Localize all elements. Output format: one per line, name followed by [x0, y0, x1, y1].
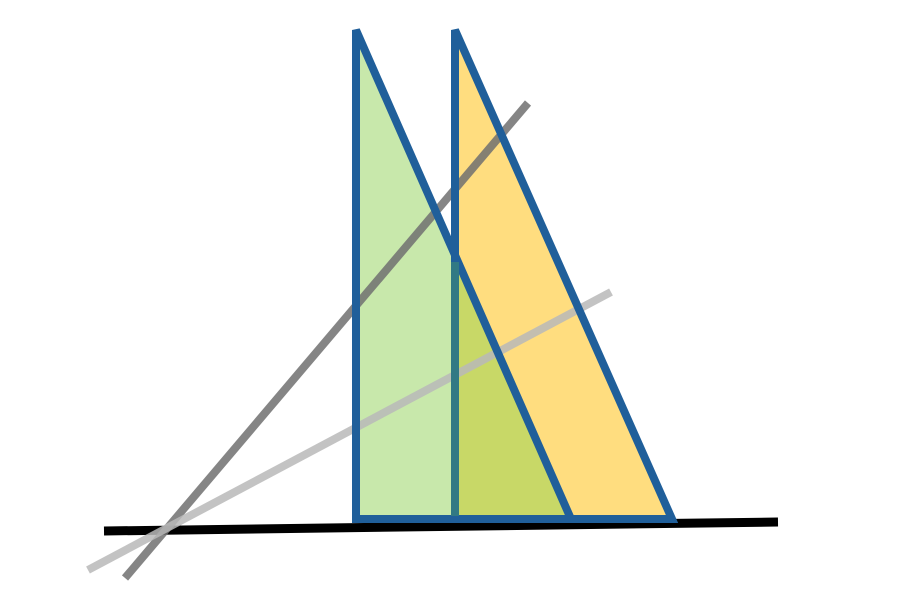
- dark-gray-line: [121, 100, 532, 581]
- base-line: [103, 517, 779, 536]
- light-gray-line: [86, 288, 613, 574]
